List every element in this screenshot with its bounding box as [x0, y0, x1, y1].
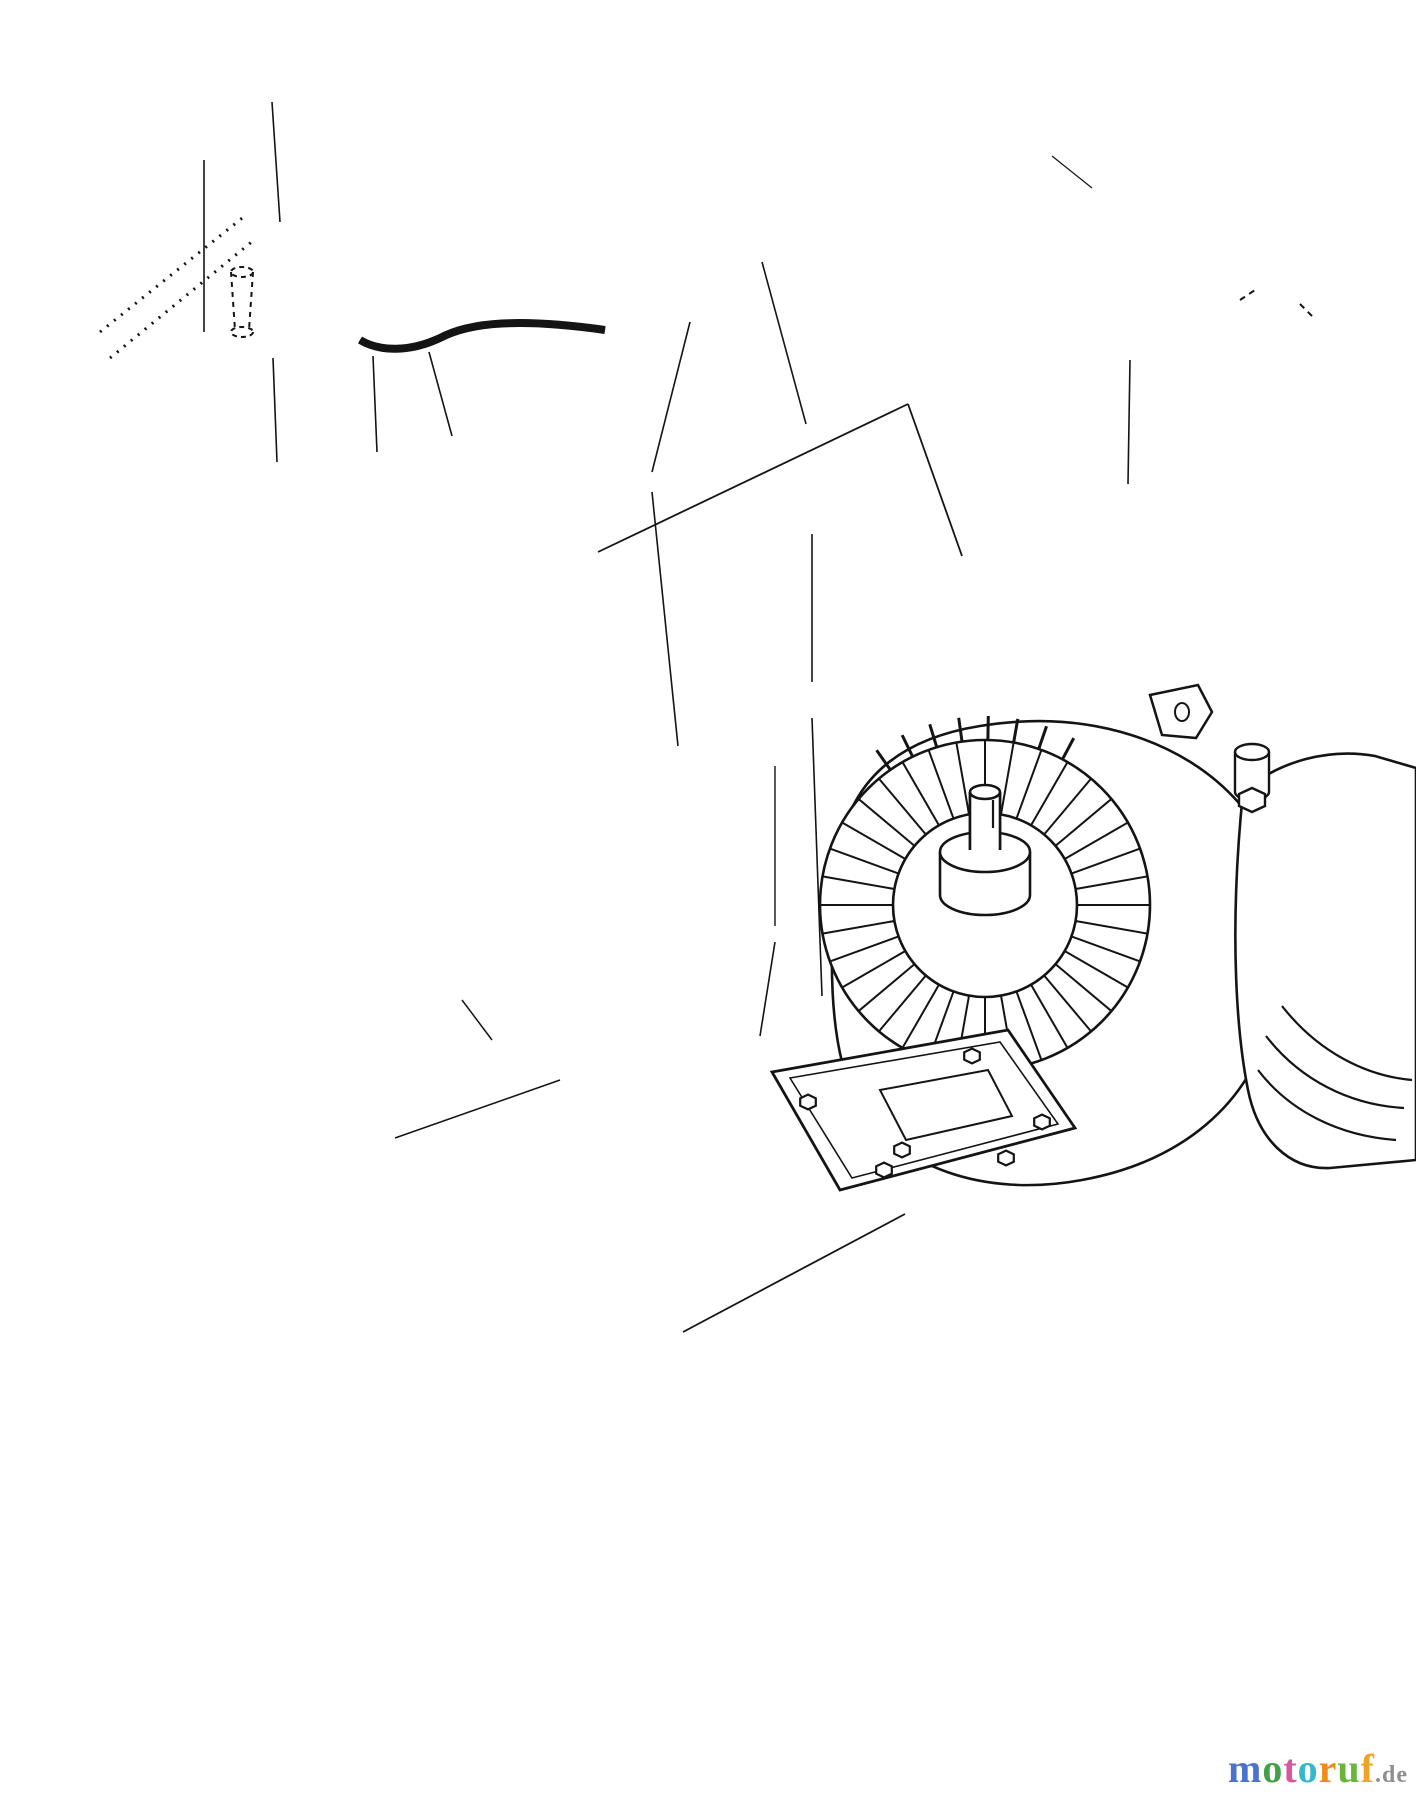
- watermark-letter-4: r: [1318, 1746, 1338, 1791]
- watermark-letter-0: m: [1228, 1746, 1263, 1791]
- transaxle-assembly-art: [769, 683, 1416, 1192]
- construction-lines: [99, 101, 1315, 1333]
- watermark-letter-3: o: [1297, 1746, 1319, 1791]
- watermark-letter-5: u: [1337, 1746, 1361, 1791]
- watermark-tld: .de: [1375, 1762, 1408, 1788]
- watermark-letter-2: t: [1283, 1746, 1298, 1791]
- parts-artwork: [357, 319, 606, 353]
- watermark-letter-6: f: [1360, 1746, 1375, 1791]
- watermark-logo: motoruf.de: [1228, 1745, 1408, 1792]
- watermark-letter-1: o: [1262, 1746, 1284, 1791]
- watermark-word: motoruf: [1228, 1746, 1375, 1791]
